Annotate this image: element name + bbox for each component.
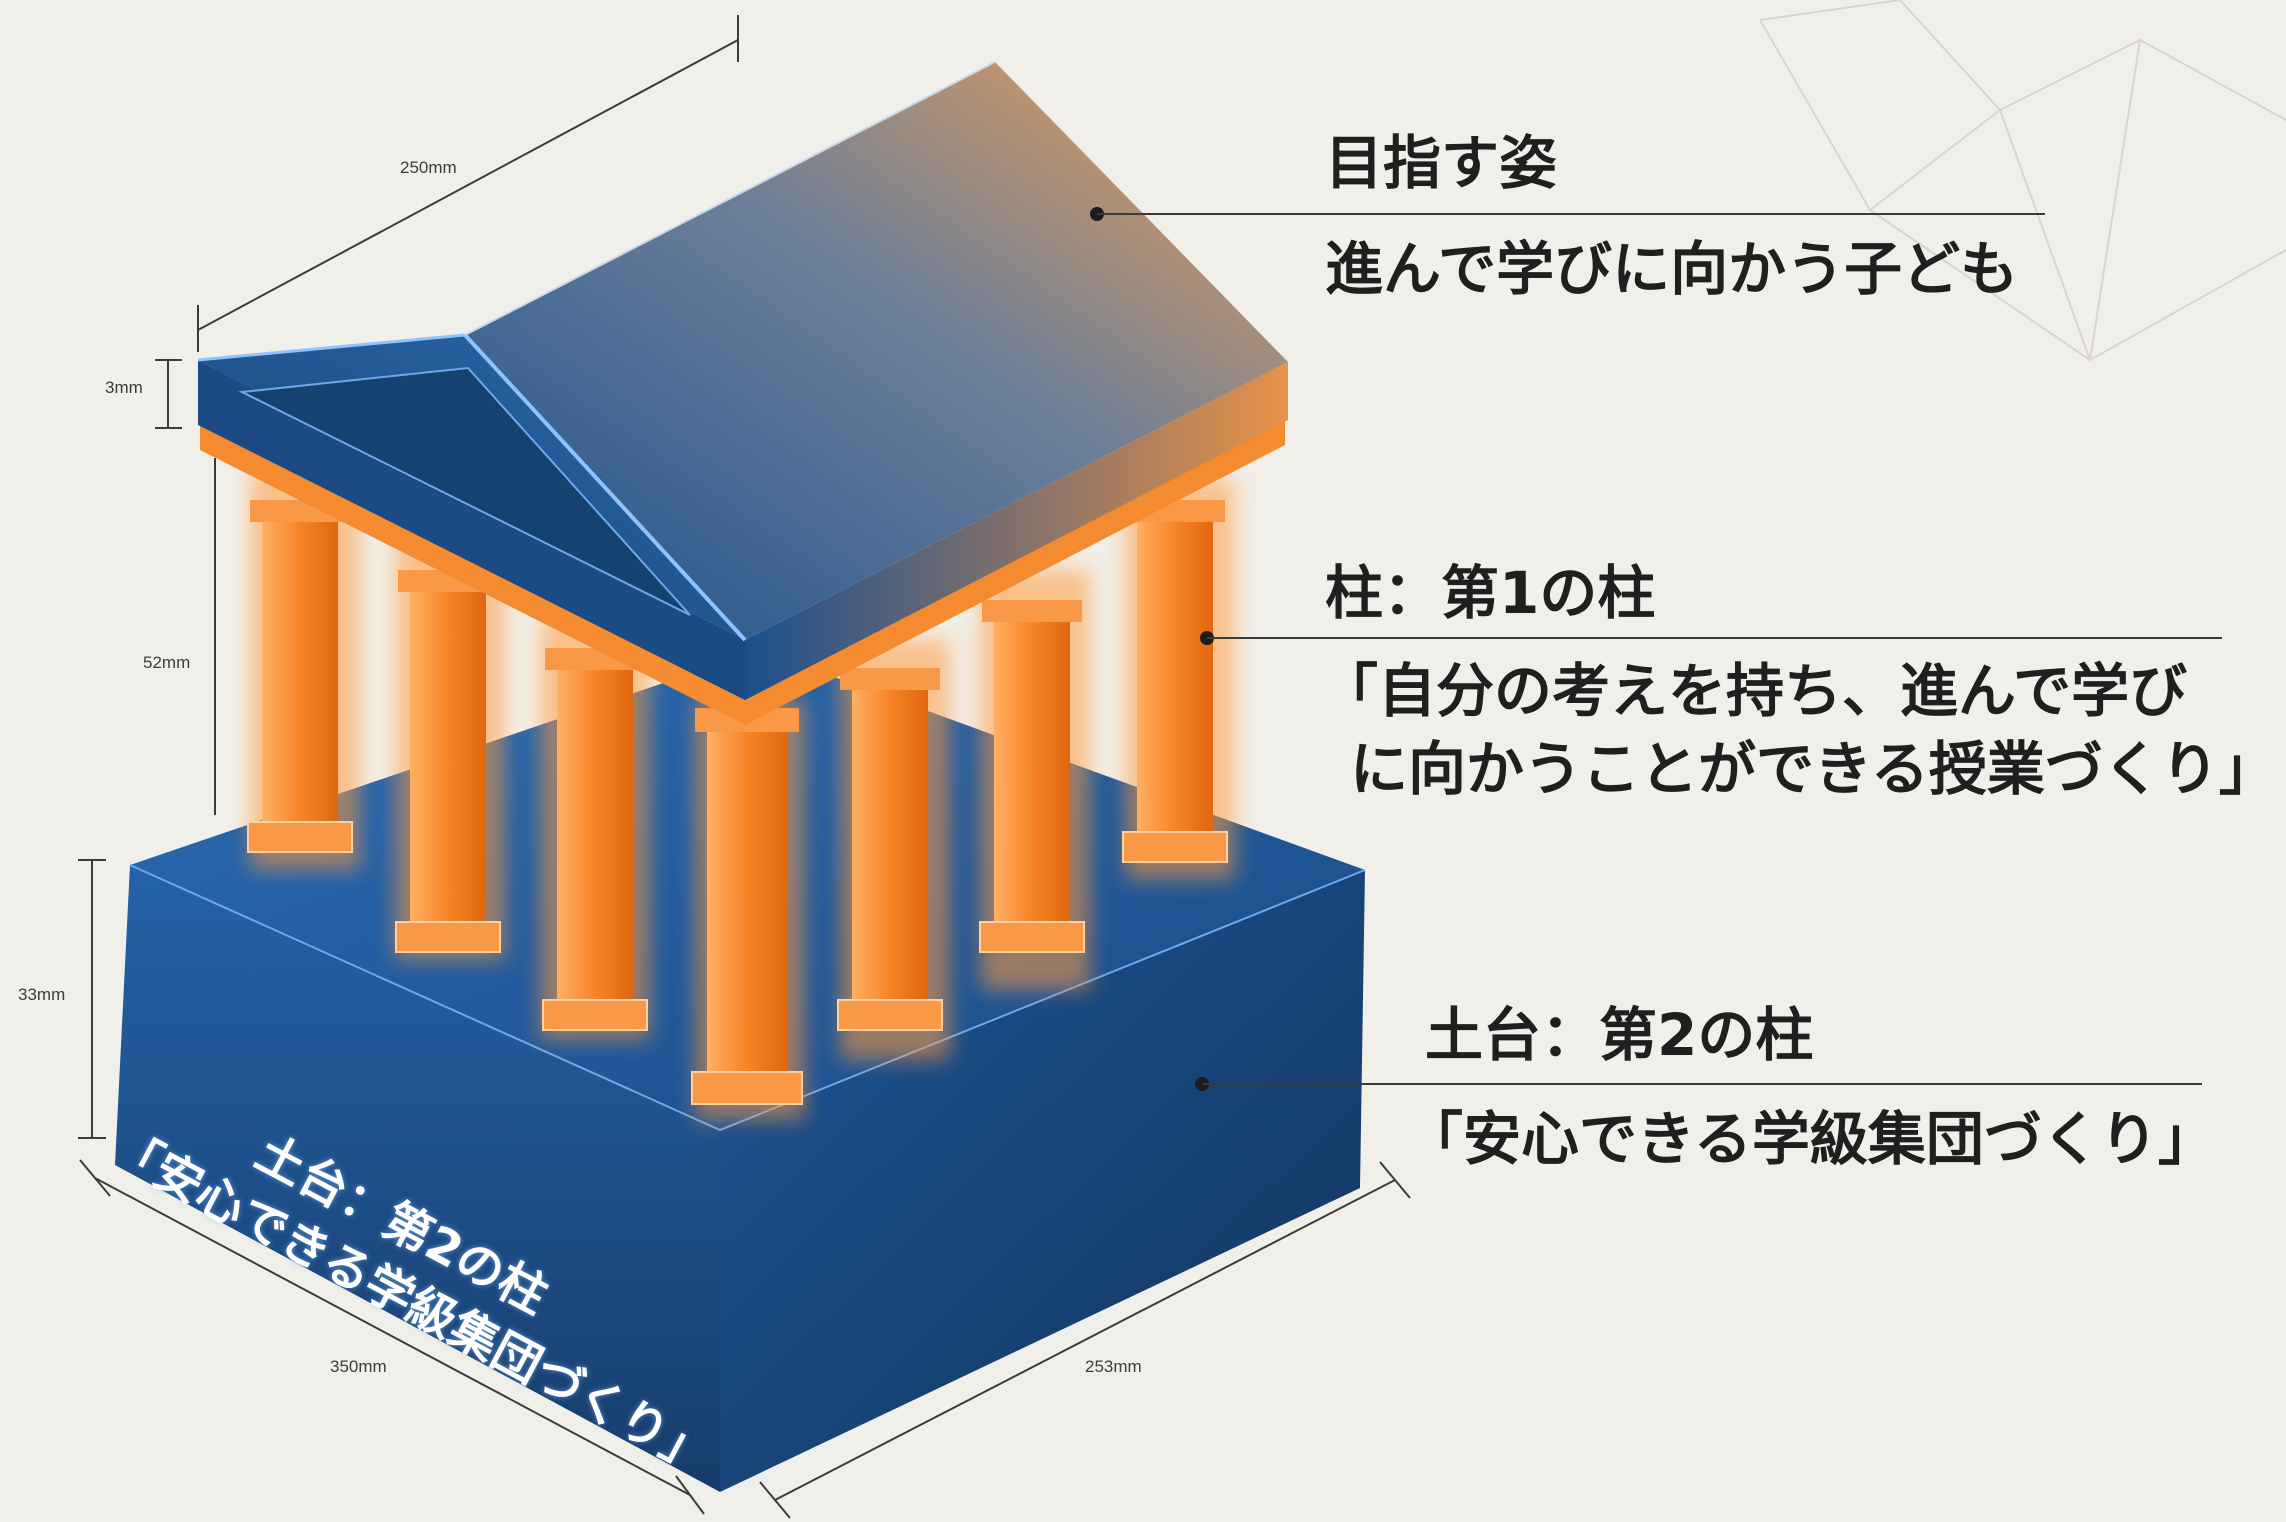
- column-4: [691, 708, 803, 1105]
- pillar-description-line2: に向かうことができる授業づくり」: [1350, 735, 2277, 803]
- foundation-description-block: 「安心できる学級集団づくり」: [1405, 1100, 2216, 1178]
- pillar-callout-line: [1207, 637, 2222, 639]
- column-3: [542, 648, 648, 1031]
- roof-right-slope: [465, 62, 1288, 640]
- pillar-description-block: 「自分の考えを持ち、進んで学び に向かうことができる授業づくり」: [1320, 652, 2277, 808]
- dimension-roof-width: 250mm: [400, 158, 457, 177]
- foundation-description: 「安心できる学級集団づくり」: [1405, 1105, 2216, 1173]
- pillar-description-line1: 「自分の考えを持ち、進んで学び: [1320, 657, 2188, 725]
- dimension-lines: [78, 15, 1411, 1519]
- pillar-label: 柱：第1の柱: [1325, 558, 1655, 628]
- foundation-front-face: [115, 865, 720, 1492]
- columns-group: [247, 470, 1235, 1120]
- dimension-roof-thickness: 3mm: [105, 378, 143, 397]
- foundation-title: 土台：第2の柱: [1425, 1001, 1814, 1069]
- roof: [197, 61, 1288, 725]
- column-2: [395, 570, 501, 953]
- goal-label: 目指す姿: [1325, 128, 1557, 198]
- column-6: [979, 600, 1085, 953]
- decorative-lines: [1759, 0, 2286, 362]
- dimension-base-depth: 253mm: [1085, 1357, 1142, 1376]
- dimension-column-height: 52mm: [143, 653, 190, 672]
- pillar-title: 柱：第1の柱: [1325, 559, 1656, 627]
- dimension-base-height: 33mm: [18, 985, 65, 1004]
- column-5: [837, 668, 943, 1031]
- column-1: [247, 500, 353, 853]
- foundation-callout-line: [1202, 1083, 2202, 1085]
- goal-description-block: 進んで学びに向かう子ども: [1325, 230, 2018, 308]
- foundation-right-face: [720, 870, 1365, 1492]
- column-7: [1122, 500, 1228, 863]
- dimension-base-width: 350mm: [330, 1357, 387, 1376]
- goal-callout-line: [1097, 213, 2045, 215]
- goal-title: 目指す姿: [1325, 129, 1558, 197]
- goal-description: 進んで学びに向かう子ども: [1325, 235, 2019, 303]
- foundation-label: 土台：第2の柱: [1425, 1000, 1813, 1070]
